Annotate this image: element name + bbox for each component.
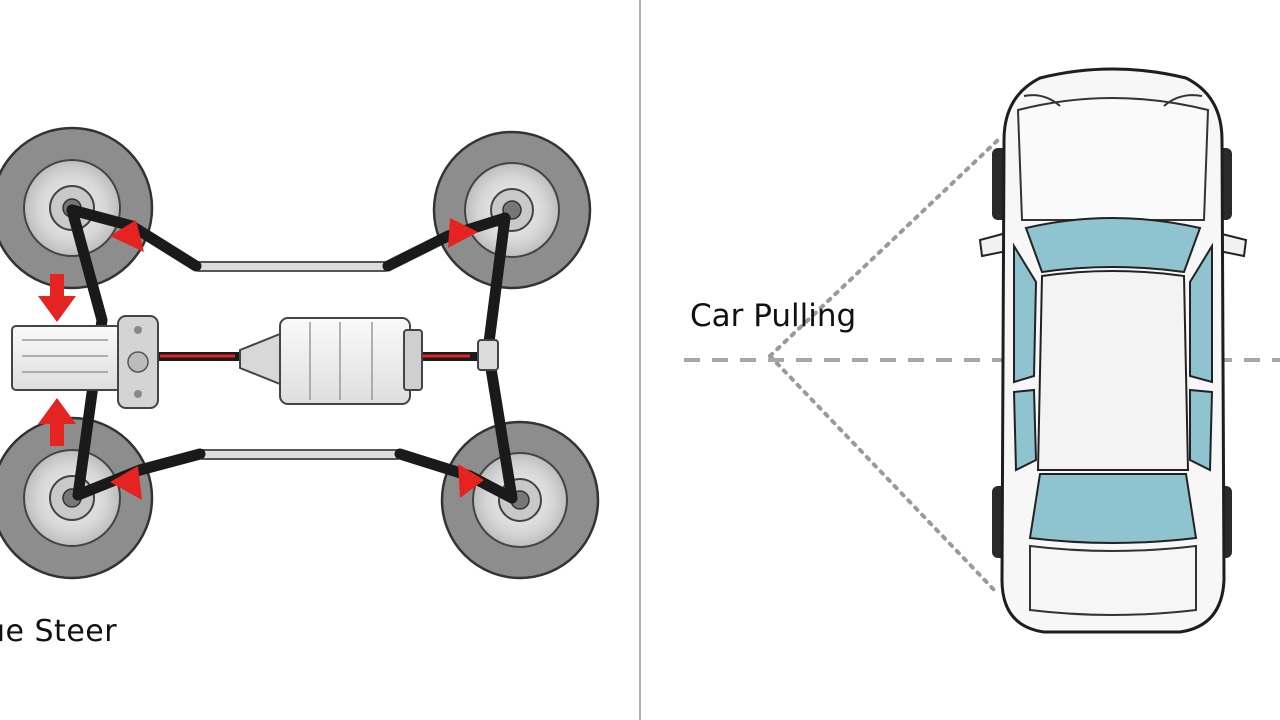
arrow-left-icon: [110, 466, 142, 500]
arrow-left-icon: [110, 220, 144, 252]
arrow-right-icon: [458, 464, 484, 498]
car-pulling-label: Car Pulling: [690, 298, 857, 334]
arrow-right-icon: [448, 218, 478, 248]
front-right-wheel: [432, 130, 592, 290]
force-arrows: [38, 218, 484, 500]
understeer-label: ue Steer: [0, 614, 118, 649]
car-top-view: [978, 67, 1248, 634]
arrow-up-icon: [38, 398, 76, 446]
rear-right-wheel: [440, 420, 600, 580]
car-pulling-diagram: [684, 67, 1280, 634]
transmission: [239, 317, 423, 405]
pull-field-lines: [768, 138, 1000, 596]
arrow-down-icon: [38, 274, 76, 322]
differential: [11, 315, 159, 409]
chassis-diagram: [0, 126, 600, 580]
